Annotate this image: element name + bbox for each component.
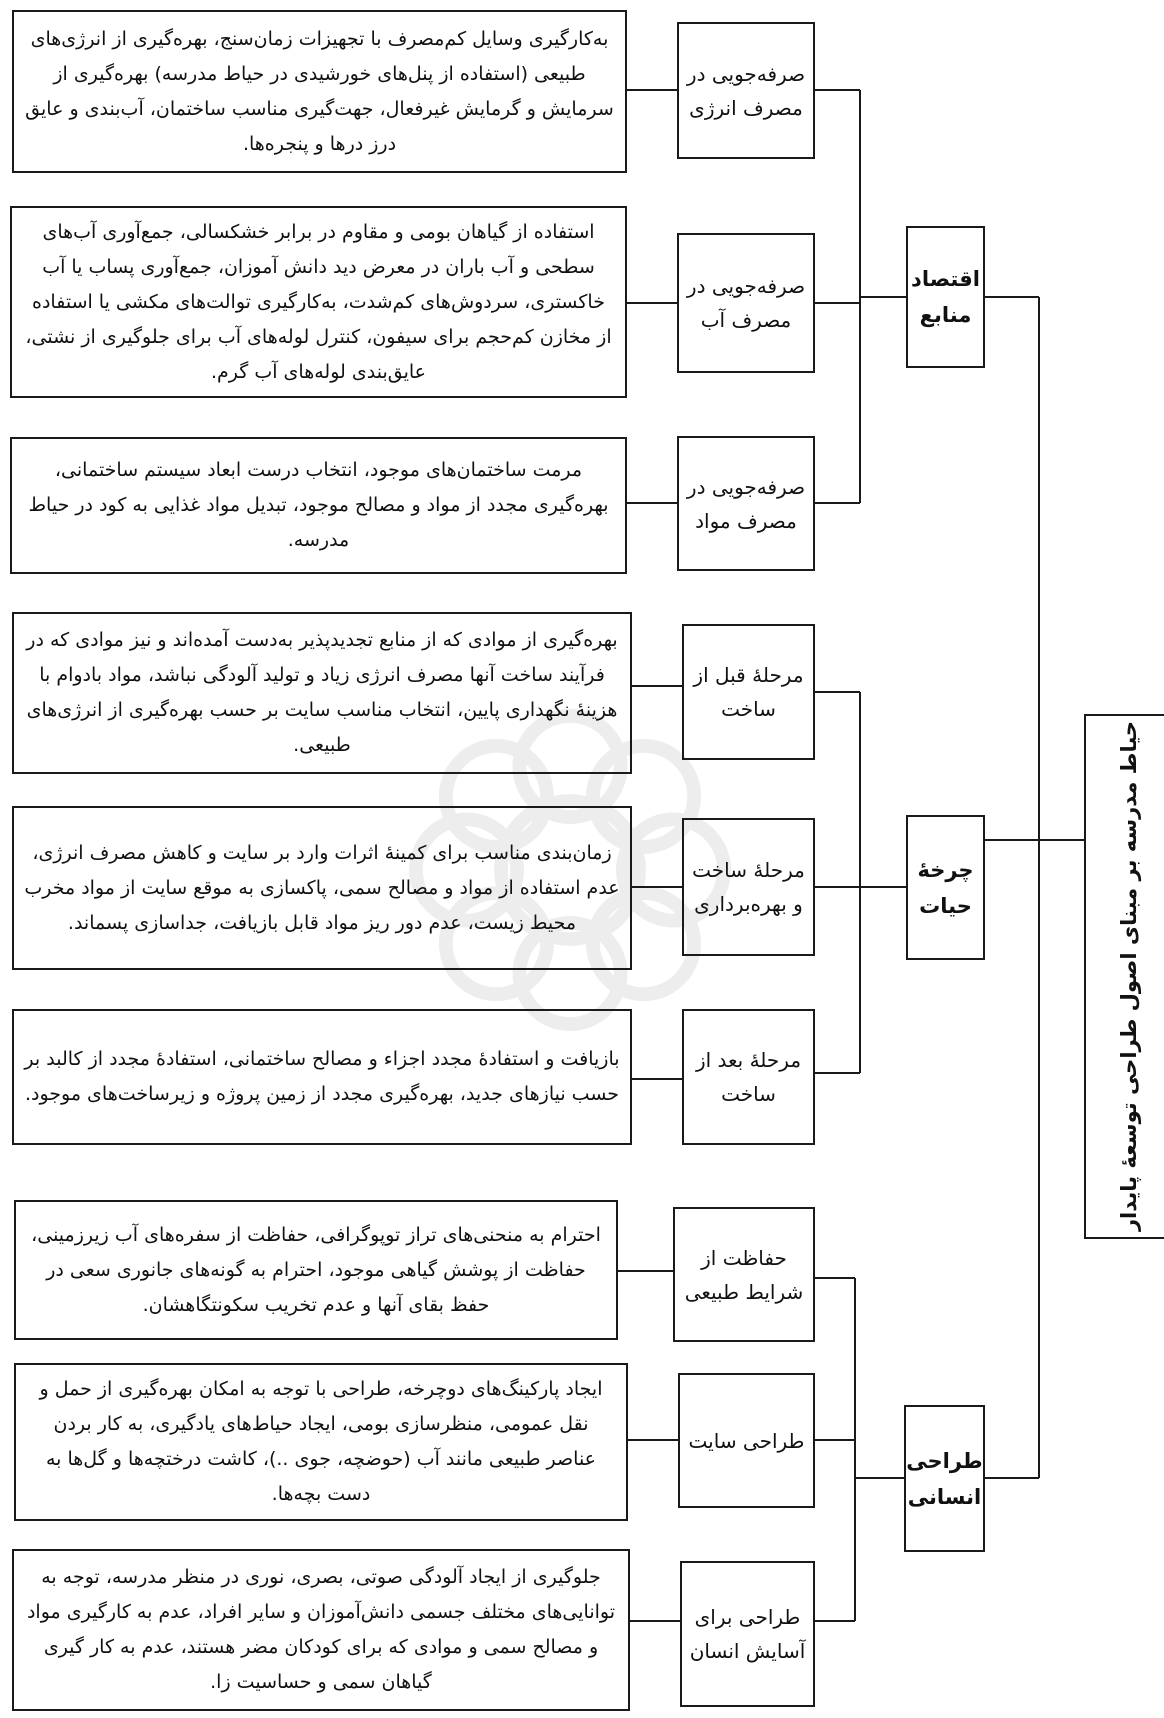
- category-construction-operation: مرحلهٔ ساخت و بهره‌برداری: [682, 818, 815, 956]
- category-natural-conditions: حفاظت از شرایط طبیعی: [673, 1207, 815, 1342]
- pillar-human-design: طراحی انسانی: [904, 1405, 985, 1552]
- category-post-construction: مرحلهٔ بعد از ساخت: [682, 1009, 815, 1145]
- description-site-design: ایجاد پارکینگ‌های دوچرخه، طراحی با توجه …: [14, 1363, 628, 1521]
- description-construction-operation: زمان‌بندی مناسب برای کمینهٔ اثرات وارد ب…: [12, 806, 632, 970]
- category-site-design: طراحی سایت: [678, 1373, 815, 1508]
- category-material-saving: صرفه‌جویی در مصرف مواد: [677, 436, 815, 571]
- description-pre-construction: بهره‌گیری از موادی که از منابع تجدیدپذیر…: [12, 612, 632, 774]
- pillar-life-cycle: چرخهٔ حیات: [906, 815, 985, 960]
- description-water-saving: استفاده از گیاهان بومی و مقاوم در برابر …: [10, 206, 627, 398]
- description-energy-saving: به‌کارگیری وسایل کم‌مصرف با تجهیزات زمان…: [12, 10, 627, 173]
- description-human-comfort: جلوگیری از ایجاد آلودگی صوتی، بصری، نوری…: [12, 1549, 630, 1711]
- root-box: [1084, 714, 1164, 1239]
- category-water-saving: صرفه‌جویی در مصرف آب: [677, 233, 815, 373]
- root-title: حیاط مدرسه بر مبنای اصول طراحی توسعهٔ پا…: [1117, 720, 1141, 1232]
- pillar-resource-economy: اقتصاد منابع: [906, 226, 985, 368]
- description-post-construction: بازیافت و استفادهٔ مجدد اجزاء و مصالح سا…: [12, 1009, 632, 1145]
- category-energy-saving: صرفه‌جویی در مصرف انرژی: [677, 22, 815, 159]
- description-natural-conditions: احترام به منحنی‌های تراز توپوگرافی، حفاظ…: [14, 1200, 618, 1340]
- category-pre-construction: مرحلهٔ قبل از ساخت: [682, 624, 815, 760]
- description-material-saving: مرمت ساختمان‌های موجود، انتخاب درست ابعا…: [10, 437, 627, 574]
- category-human-comfort: طراحی برای آسایش انسان: [680, 1561, 815, 1707]
